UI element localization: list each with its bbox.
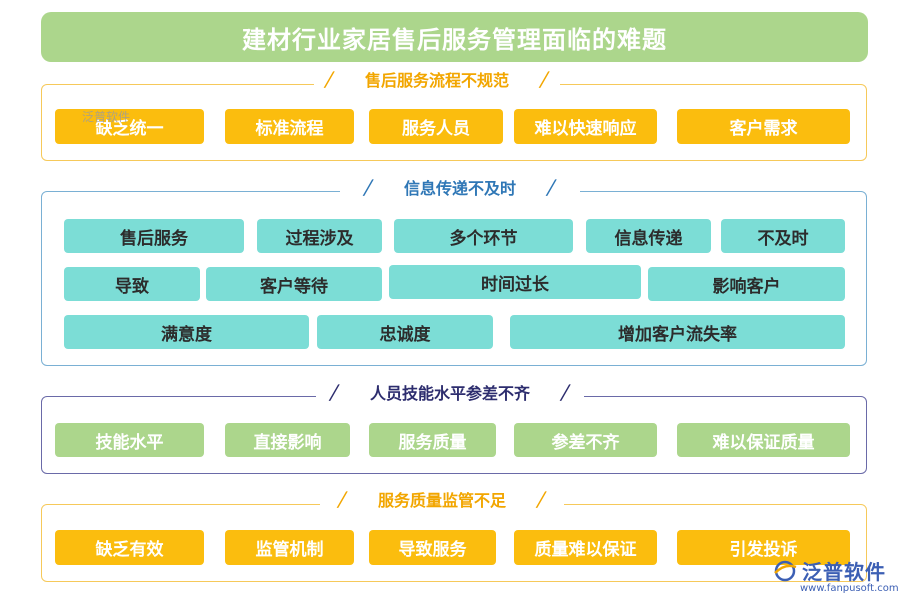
logo-text: 泛普软件 bbox=[802, 560, 886, 584]
item-box: 监管机制 bbox=[225, 530, 354, 565]
item-box: 直接影响 bbox=[225, 423, 350, 457]
item-box: 不及时 bbox=[721, 219, 845, 253]
item-box: 忠诚度 bbox=[317, 315, 493, 349]
item-box: 引发投诉 bbox=[677, 530, 850, 565]
logo-url: www.fanpusoft.com bbox=[800, 583, 899, 594]
section-heading-supervision: / 服务质量监管不足 / bbox=[320, 486, 564, 512]
item-box: 质量难以保证 bbox=[514, 530, 657, 565]
item-box: 服务质量 bbox=[369, 423, 496, 457]
slash-decoration: / bbox=[537, 67, 551, 91]
slash-decoration: / bbox=[328, 380, 342, 404]
slash-decoration: / bbox=[534, 487, 548, 511]
item-box: 缺乏统一 bbox=[55, 109, 204, 144]
section-heading-process: / 售后服务流程不规范 / bbox=[314, 66, 560, 92]
logo-icon bbox=[774, 560, 797, 581]
item-box: 技能水平 bbox=[55, 423, 204, 457]
brand-logo: 泛普软件 bbox=[772, 556, 886, 585]
item-box: 多个环节 bbox=[394, 219, 573, 253]
item-box: 信息传递 bbox=[586, 219, 711, 253]
slash-decoration: / bbox=[544, 175, 558, 199]
item-box: 难以保证质量 bbox=[677, 423, 850, 457]
item-box: 缺乏有效 bbox=[55, 530, 204, 565]
item-box: 标准流程 bbox=[225, 109, 354, 144]
slash-decoration: / bbox=[323, 67, 337, 91]
item-box: 导致 bbox=[64, 267, 200, 301]
section-heading-information: / 信息传递不及时 / bbox=[340, 174, 580, 200]
section-heading-skills: / 人员技能水平参差不齐 / bbox=[316, 379, 584, 405]
item-box: 参差不齐 bbox=[514, 423, 657, 457]
item-box: 导致服务 bbox=[369, 530, 496, 565]
item-box: 售后服务 bbox=[64, 219, 244, 253]
item-box: 增加客户流失率 bbox=[510, 315, 845, 349]
slash-decoration: / bbox=[336, 487, 350, 511]
item-box: 服务人员 bbox=[369, 109, 503, 144]
item-box: 满意度 bbox=[64, 315, 309, 349]
item-box: 客户等待 bbox=[206, 267, 382, 301]
item-box: 客户需求 bbox=[677, 109, 850, 144]
item-box: 影响客户 bbox=[648, 267, 845, 301]
item-box: 难以快速响应 bbox=[514, 109, 657, 144]
slash-decoration: / bbox=[362, 175, 376, 199]
item-box: 时间过长 bbox=[389, 265, 641, 299]
item-box: 过程涉及 bbox=[257, 219, 382, 253]
page-title: 建材行业家居售后服务管理面临的难题 bbox=[41, 12, 868, 62]
slash-decoration: / bbox=[558, 380, 572, 404]
